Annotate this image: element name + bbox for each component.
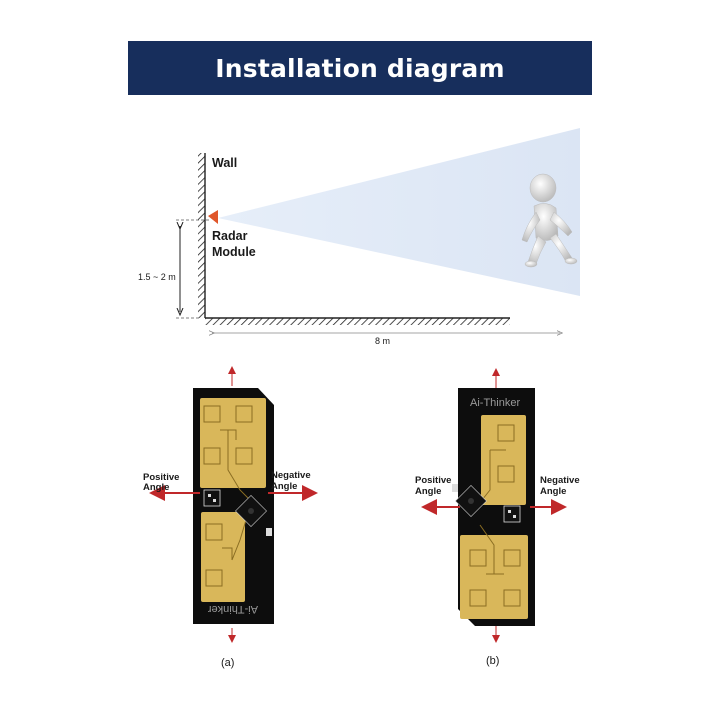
board-a-brand: Ai-Thinker xyxy=(208,603,258,615)
board-b-positive-label-2: Angle xyxy=(415,486,441,497)
floor-hatch xyxy=(205,318,510,325)
wall-label: Wall xyxy=(212,156,237,170)
board-b-brand: Ai-Thinker xyxy=(470,397,520,409)
board-b-caption: (b) xyxy=(486,655,499,667)
board-a-negative-label-2: Angle xyxy=(271,481,297,492)
board-a: Ai-Thinker Positive Angle Negative Angle… xyxy=(143,366,318,669)
radar-module-icon xyxy=(208,210,218,224)
wall-hatch xyxy=(198,153,205,318)
board-b-negative-label-2: Angle xyxy=(540,486,566,497)
distance-label: 8 m xyxy=(375,336,390,346)
board-b: Ai-Thinker Positive Angle Negative Angle… xyxy=(415,368,580,667)
board-b-positive-label-1: Positive xyxy=(415,475,451,486)
room-scene: Wall Radar Module 1.5 ~ 2 m 8 m xyxy=(138,128,580,346)
height-label: 1.5 ~ 2 m xyxy=(138,272,176,282)
radar-beam xyxy=(218,128,580,296)
radar-label-line2: Module xyxy=(212,245,256,259)
board-a-caption: (a) xyxy=(221,657,234,669)
radar-label-line1: Radar xyxy=(212,229,248,243)
board-a-positive-label-1: Positive xyxy=(143,472,179,483)
board-b-negative-label-1: Negative xyxy=(540,475,580,486)
page-title: Installation diagram xyxy=(215,53,505,83)
board-a-negative-label-1: Negative xyxy=(271,470,311,481)
board-a-positive-label-2: Angle xyxy=(143,482,169,493)
title-banner: Installation diagram xyxy=(128,41,592,95)
person-figure xyxy=(521,173,578,268)
